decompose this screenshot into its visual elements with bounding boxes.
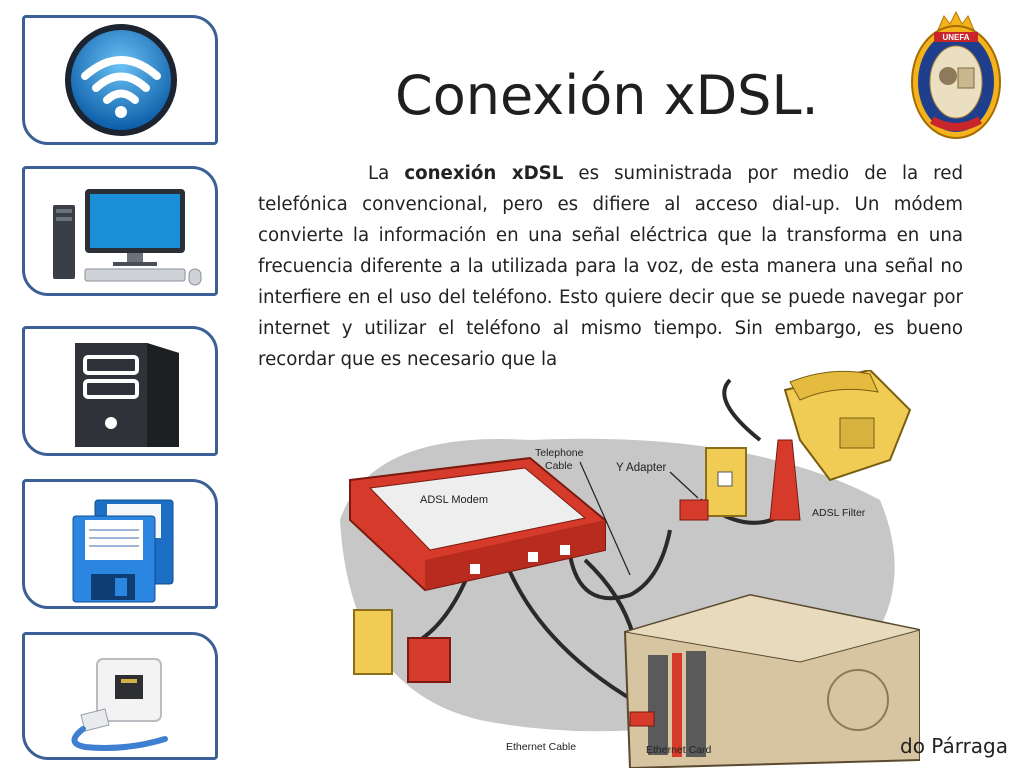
label-ethernet-card: Ethernet Card	[646, 744, 712, 756]
label-ethernet-cable: Ethernet Cable	[506, 741, 576, 753]
sidebar-tile-ethernet[interactable]	[22, 632, 218, 760]
paragraph-bold-term: conexión xDSL	[404, 163, 564, 184]
ethernet-port-icon	[71, 658, 168, 751]
adsl-filter-device	[769, 439, 801, 521]
label-adsl-modem: ADSL Modem	[420, 494, 488, 506]
desktop-computer-icon	[53, 189, 202, 286]
computer-case	[623, 593, 920, 768]
server-tower-icon	[75, 343, 179, 447]
university-seal-logo: UNEFA	[911, 10, 1001, 139]
label-telephone-cable-line1: Telephone	[535, 447, 584, 459]
sidebar-tile-wifi[interactable]	[22, 15, 218, 145]
logo-banner-text: UNEFA	[942, 33, 969, 42]
label-y-adapter: Y Adapter	[616, 462, 666, 474]
sidebar-tile-floppy[interactable]	[22, 479, 218, 609]
author-footer: do Párraga	[900, 734, 1009, 758]
body-paragraph: La conexión xDSL es suministrada por med…	[258, 158, 963, 396]
power-adapter	[407, 637, 451, 683]
sidebar-tile-server[interactable]	[22, 326, 218, 456]
y-adapter-device	[679, 499, 709, 521]
label-adsl-filter: ADSL Filter	[812, 507, 866, 519]
wifi-icon	[65, 24, 177, 136]
telephone-device	[783, 370, 912, 482]
power-outlet	[353, 609, 393, 675]
paragraph-lead: La	[368, 163, 405, 184]
adsl-modem-device	[349, 456, 606, 592]
slide-title: Conexión xDSL.	[395, 64, 819, 127]
adsl-connection-diagram: ADSL Modem Telephone Cable Y Adapter ADS…	[340, 370, 920, 768]
label-telephone-cable-line2: Cable	[545, 460, 573, 472]
paragraph-rest: es suministrada por medio de la red tele…	[258, 163, 963, 370]
floppy-disks-icon	[72, 499, 174, 603]
sidebar-tile-computer[interactable]	[22, 166, 218, 296]
